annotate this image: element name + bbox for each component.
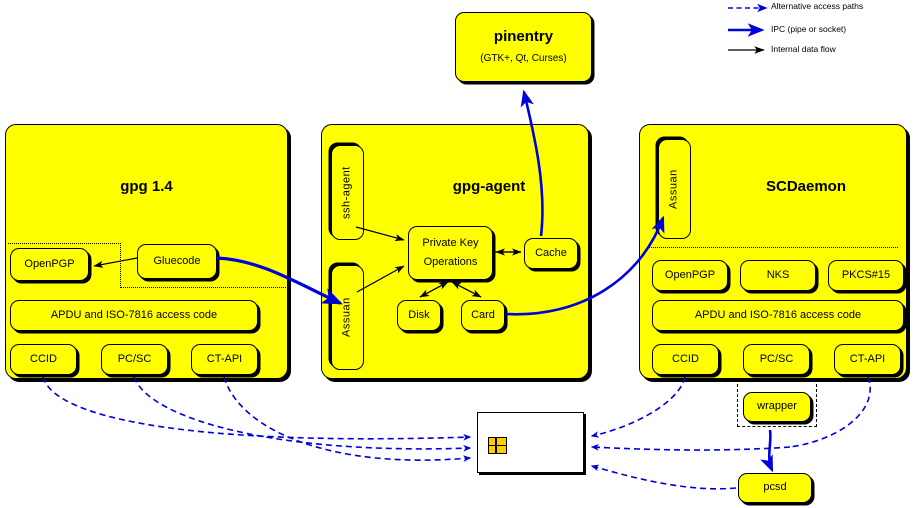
legend-label-internal-data-flow: Internal data flow — [771, 44, 836, 54]
node-agent-assuan[interactable]: Assuan — [331, 265, 364, 370]
node-gpg-apdu[interactable]: APDU and ISO-7816 access code — [10, 300, 258, 331]
private-key-ops-line1: Private Key — [422, 236, 479, 249]
alt-path-gpg-ctapi-to-card — [223, 376, 472, 462]
alt-path-gpg-pcsc-to-card — [133, 376, 472, 452]
node-gluecode[interactable]: Gluecode — [137, 244, 217, 279]
node-scd-ctapi[interactable]: CT-API — [834, 344, 901, 375]
alt-path-scd-ccid-to-card — [590, 376, 686, 438]
legend-label-ipc: IPC (pipe or socket) — [771, 24, 847, 34]
box-scdaemon — [639, 124, 907, 379]
node-scd-pkcs15[interactable]: PKCS#15 — [828, 260, 904, 291]
node-scd-nks[interactable]: NKS — [740, 260, 816, 291]
node-scdaemon-assuan[interactable]: Assuan — [658, 139, 691, 239]
node-disk[interactable]: Disk — [397, 300, 441, 331]
node-card[interactable]: Card — [461, 300, 505, 331]
alt-path-pcsd-to-card — [590, 464, 737, 490]
scdaemon-title: SCDaemon — [765, 178, 847, 195]
pinentry-subtitle: (GTK+, Qt, Curses) — [480, 53, 567, 65]
node-gpg-ccid[interactable]: CCID — [10, 344, 77, 375]
node-scd-pcsc[interactable]: PC/SC — [743, 344, 810, 375]
node-agent-ssh-agent[interactable]: ssh-agent — [331, 145, 364, 240]
node-gpg-openpgp[interactable]: OpenPGP — [10, 248, 89, 281]
alt-path-gpg-ccid-to-card — [42, 376, 472, 441]
ipc-wrapper-to-pcsd — [760, 429, 774, 473]
node-pcsd[interactable]: pcsd — [738, 473, 812, 503]
node-cache[interactable]: Cache — [524, 238, 578, 269]
node-wrapper[interactable]: wrapper — [743, 392, 811, 422]
node-gpg-ctapi[interactable]: CT-API — [191, 344, 258, 375]
legend-label-alternative-access-paths: Alternative access paths — [771, 1, 864, 11]
node-scd-ccid[interactable]: CCID — [652, 344, 719, 375]
private-key-ops-line2: Operations — [423, 255, 478, 268]
smartcard-chip-icon — [488, 437, 507, 454]
node-gpg-pcsc[interactable]: PC/SC — [101, 344, 168, 375]
node-private-key-operations[interactable]: Private Key Operations — [408, 226, 493, 280]
alt-path-scd-ctapi-to-card — [590, 443, 791, 451]
node-scd-apdu[interactable]: APDU and ISO-7816 access code — [652, 300, 904, 331]
node-pinentry[interactable]: pinentry (GTK+, Qt, Curses) — [455, 12, 592, 82]
pinentry-title: pinentry — [493, 28, 554, 46]
gpg-agent-title: gpg-agent — [452, 178, 526, 195]
scdaemon-divider — [648, 247, 898, 248]
gpg14-title: gpg 1.4 — [120, 178, 173, 195]
node-scd-openpgp[interactable]: OpenPGP — [652, 260, 728, 291]
